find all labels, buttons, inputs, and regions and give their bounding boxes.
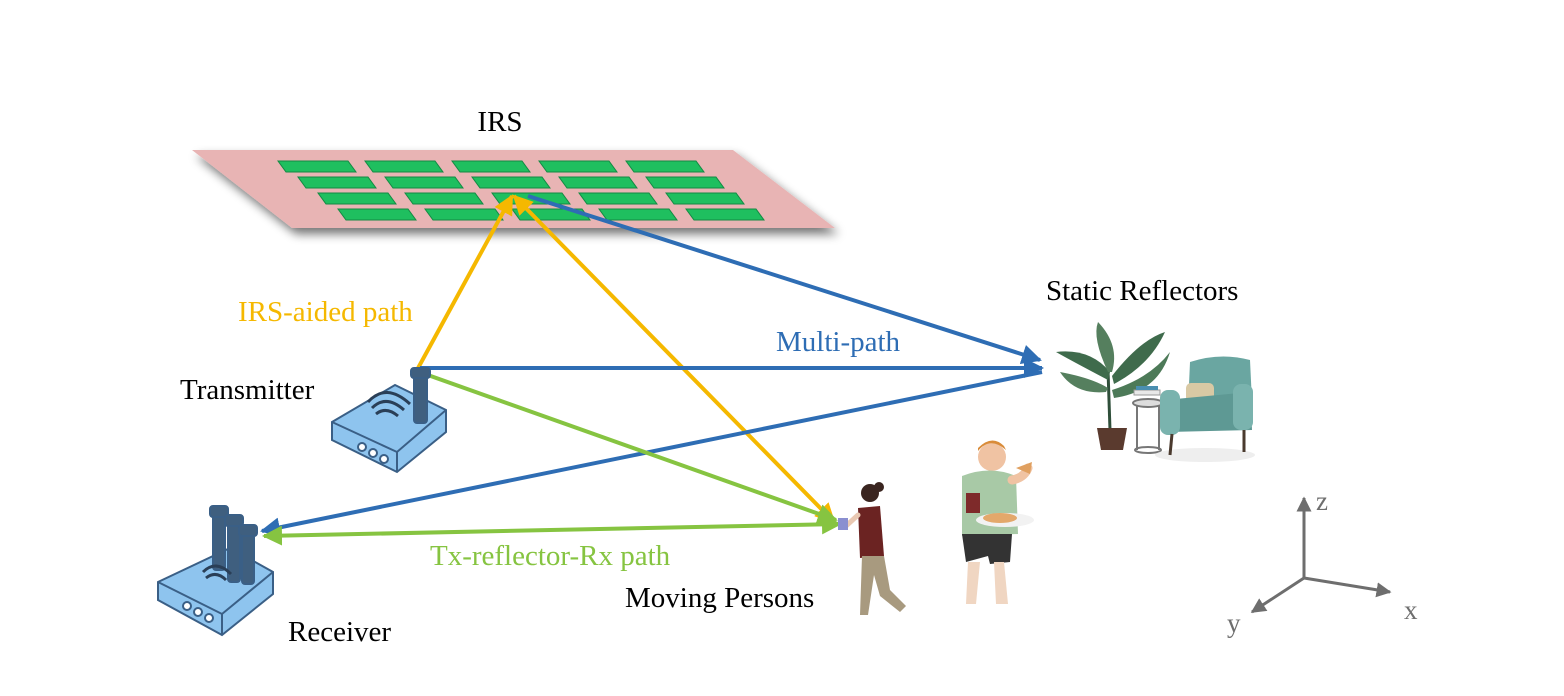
- irs-element: [538, 160, 618, 173]
- irs-element: [598, 208, 678, 221]
- person-with-cup-icon: [838, 482, 906, 615]
- plant-icon: [1056, 322, 1170, 450]
- multi-path-label: Multi-path: [776, 326, 901, 358]
- irs-element: [471, 176, 551, 189]
- irs-element: [277, 160, 357, 173]
- irs-element: [578, 192, 658, 205]
- person-eating-pizza-icon: [962, 440, 1034, 604]
- irs-element: [625, 160, 705, 173]
- z-axis-label: z: [1316, 486, 1328, 516]
- moving-persons-label: Moving Persons: [625, 582, 814, 614]
- irs-element: [558, 176, 638, 189]
- irs-path-irs-to-person: [512, 194, 836, 524]
- irs-element: [317, 192, 397, 205]
- green-path-tx-to-person: [424, 372, 838, 524]
- irs-element: [384, 176, 464, 189]
- irs-label: IRS: [477, 106, 522, 138]
- irs-element: [685, 208, 765, 221]
- armchair-icon: [1155, 356, 1255, 462]
- irs-element: [297, 176, 377, 189]
- irs-element: [424, 208, 504, 221]
- side-table-icon: [1132, 386, 1164, 454]
- irs-element: [404, 192, 484, 205]
- irs-element: [364, 160, 444, 173]
- irs-path-tx-to-irs: [415, 194, 514, 371]
- irs-aided-path-label: IRS-aided path: [238, 296, 413, 328]
- irs-element: [451, 160, 531, 173]
- static-reflectors-label: Static Reflectors: [1046, 275, 1238, 307]
- x-axis: [1303, 576, 1392, 598]
- signal-paths: [260, 194, 1044, 546]
- transmitter-label: Transmitter: [180, 374, 315, 406]
- multipath-reflectors-to-rx: [260, 370, 1043, 538]
- irs-element: [645, 176, 725, 189]
- irs-panel: [192, 150, 835, 228]
- transmitter-router-icon: [331, 367, 447, 474]
- coordinate-axes: [1250, 496, 1392, 614]
- x-axis-label: x: [1404, 595, 1418, 625]
- tx-reflector-rx-path-label: Tx-reflector-Rx path: [430, 540, 671, 572]
- y-axis-label: y: [1227, 608, 1241, 638]
- irs-element: [337, 208, 417, 221]
- receiver-router-icon: [157, 505, 274, 637]
- receiver-label: Receiver: [288, 616, 391, 648]
- y-axis: [1250, 576, 1305, 614]
- green-path-person-to-rx: [262, 514, 842, 546]
- irs-element: [665, 192, 745, 205]
- multipath-irs-to-reflectors: [527, 194, 1042, 365]
